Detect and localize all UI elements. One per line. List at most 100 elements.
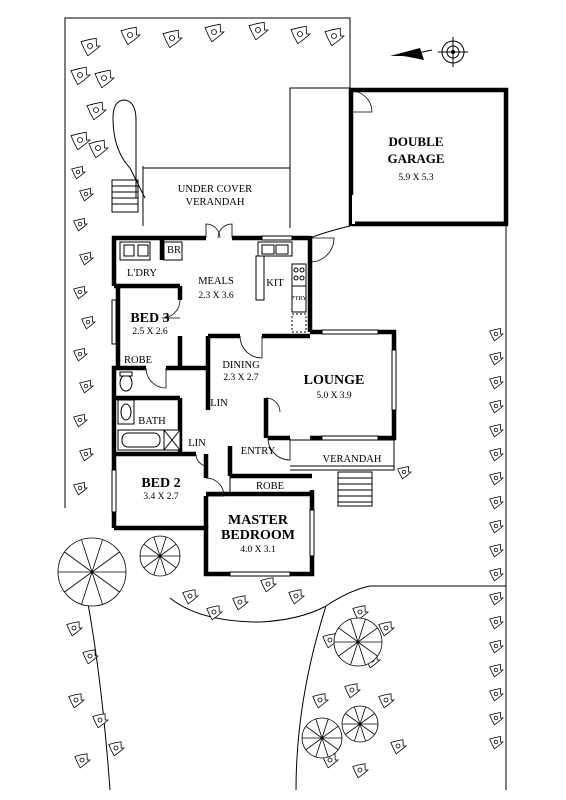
- meals-label: MEALS: [198, 276, 234, 287]
- north-arrow-icon: [390, 48, 433, 60]
- room-labels: L'DRY BR MEALS 2.3 X 3.6 KIT PTRY BED 3 …: [124, 245, 382, 555]
- dining-label: DINING: [222, 360, 260, 371]
- tree-icon: [206, 605, 224, 621]
- bed2-label: BED 2: [141, 476, 180, 491]
- tree-icon: [489, 520, 505, 534]
- tree-icon: [489, 472, 505, 486]
- tree-icon: [312, 693, 330, 709]
- tree-icon: [489, 376, 505, 390]
- tree-icon: [489, 640, 505, 654]
- under-cover-verandah: UNDER COVER VERANDAH: [111, 166, 291, 228]
- tree-icon: [79, 188, 95, 202]
- tree-icon: [378, 693, 396, 709]
- tree-icon: [489, 712, 505, 726]
- tree-icon: [73, 414, 89, 428]
- tree-icon: [182, 589, 200, 605]
- tree-icon: [352, 605, 370, 621]
- garage-name-2: GARAGE: [387, 151, 444, 166]
- tree-icon: [82, 649, 100, 665]
- tree-icon: [79, 448, 95, 462]
- tree-icon: [139, 535, 181, 577]
- tree-icon: [79, 252, 95, 266]
- dining-dims: 2.3 X 2.7: [223, 373, 259, 383]
- robe-bed3-label: ROBE: [124, 355, 152, 366]
- tree-icon: [489, 736, 505, 750]
- robe-master-label: ROBE: [256, 481, 284, 492]
- tree-icon: [73, 218, 89, 232]
- double-garage: DOUBLE GARAGE 5.9 X 5.3: [348, 87, 509, 227]
- tree-icon: [73, 482, 89, 496]
- tree-icon: [489, 328, 505, 342]
- master-label-1: MASTER: [228, 513, 289, 528]
- tree-icon: [57, 537, 127, 607]
- tree-icon: [81, 316, 97, 330]
- pantry-label: PTRY: [291, 295, 308, 302]
- windows: [111, 235, 397, 577]
- laundry-label: L'DRY: [127, 268, 157, 279]
- tree-icon: [248, 21, 270, 41]
- bed3-dims: 2.5 X 2.6: [132, 327, 168, 337]
- front-verandah-label: VERANDAH: [323, 454, 382, 465]
- tree-icon: [489, 592, 505, 606]
- front-verandah: [290, 439, 395, 507]
- tree-icon: [73, 286, 89, 300]
- tree-icon: [204, 23, 226, 43]
- tree-icon: [73, 348, 89, 362]
- tree-icon: [489, 688, 505, 702]
- broom-label: BR: [167, 245, 181, 256]
- tree-icon: [92, 713, 110, 729]
- kitchen-label: KIT: [266, 278, 284, 289]
- linen2-label: LIN: [188, 438, 206, 449]
- garden-plants: [57, 21, 505, 779]
- tree-icon: [333, 617, 383, 667]
- tree-icon: [390, 739, 408, 755]
- tree-icon: [86, 101, 108, 121]
- lounge-dims: 5.0 X 3.9: [316, 391, 352, 401]
- tree-icon: [489, 448, 505, 462]
- tree-icon: [108, 741, 126, 757]
- master-label-2: BEDROOM: [221, 528, 295, 543]
- tree-icon: [489, 616, 505, 630]
- bed3-label: BED 3: [130, 311, 169, 326]
- lounge-label: LOUNGE: [304, 373, 365, 388]
- master-dims: 4.0 X 3.1: [240, 545, 276, 555]
- tree-icon: [68, 693, 86, 709]
- bed2-dims: 3.4 X 2.7: [143, 492, 179, 502]
- tree-icon: [489, 664, 505, 678]
- meals-dims: 2.3 X 3.6: [198, 291, 234, 301]
- tree-icon: [489, 544, 505, 558]
- verandah-name-1: UNDER COVER: [178, 184, 252, 195]
- bath-label: BATH: [138, 416, 166, 427]
- tree-icon: [71, 166, 87, 180]
- compass-icon: [438, 37, 468, 67]
- tree-icon: [260, 577, 278, 593]
- tree-icon: [288, 589, 306, 605]
- tree-icon: [79, 380, 95, 394]
- tree-icon: [344, 683, 362, 699]
- back-steps: [111, 179, 139, 213]
- tree-icon: [80, 37, 102, 57]
- linen1-label: LIN: [210, 398, 228, 409]
- tree-icon: [120, 26, 142, 46]
- tree-icon: [489, 352, 505, 366]
- tree-icon: [301, 717, 343, 759]
- tree-icon: [397, 466, 413, 480]
- tree-icon: [70, 131, 92, 151]
- tree-icon: [352, 763, 370, 779]
- tree-icon: [88, 139, 110, 159]
- fixtures: [117, 241, 307, 494]
- tree-icon: [94, 69, 116, 89]
- interior-walls: [114, 238, 312, 528]
- tree-icon: [70, 66, 92, 86]
- tree-icon: [324, 27, 346, 47]
- entry-label: ENTRY: [241, 446, 276, 457]
- doors: [145, 223, 335, 497]
- garage-dims: 5.9 X 5.3: [398, 173, 434, 183]
- tree-icon: [66, 621, 84, 637]
- tree-icon: [74, 753, 92, 769]
- tree-icon: [489, 496, 505, 510]
- tree-icon: [489, 424, 505, 438]
- tree-icon: [489, 400, 505, 414]
- tree-icon: [341, 705, 379, 743]
